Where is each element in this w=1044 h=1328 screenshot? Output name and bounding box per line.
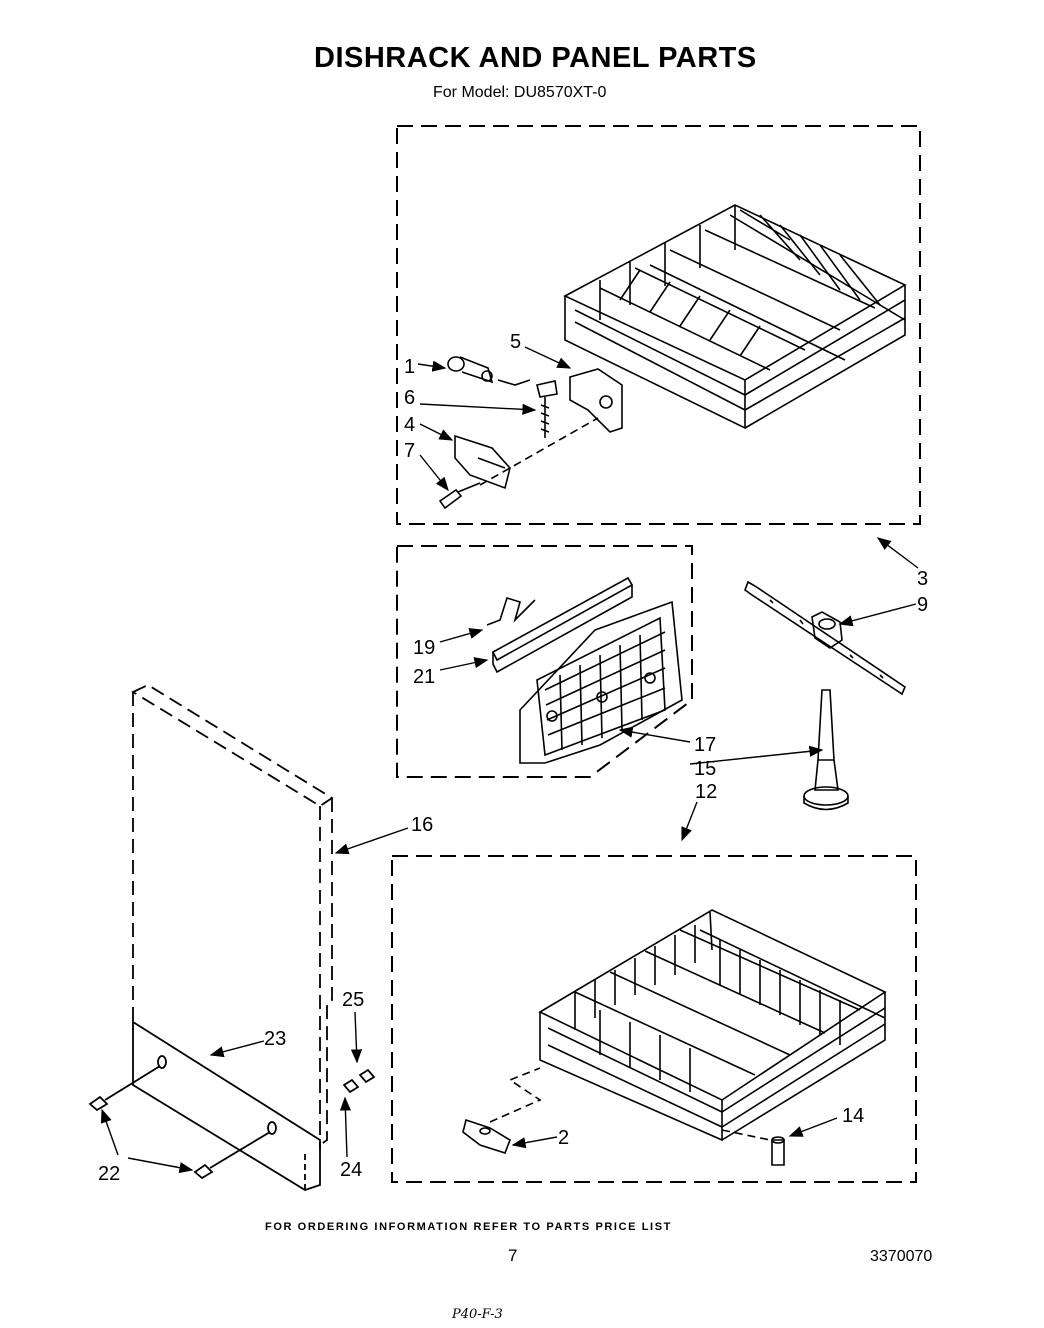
page-title: DISHRACK AND PANEL PARTS <box>314 42 757 74</box>
callout-5: 5 <box>510 331 521 353</box>
lower-rack-illustration <box>538 909 887 1142</box>
callout-25: 25 <box>342 989 364 1011</box>
callout-9: 9 <box>917 594 928 616</box>
callout-16: 16 <box>411 814 433 836</box>
callout-7: 7 <box>404 440 415 462</box>
callout-1: 1 <box>404 356 415 378</box>
ordering-info-note: FOR ORDERING INFORMATION REFER TO PARTS … <box>265 1221 672 1233</box>
upper-rack-group-box <box>396 125 921 525</box>
silverware-basket-illustration <box>486 576 683 764</box>
callout-14: 14 <box>842 1105 864 1127</box>
lower-panel-strip-illustration <box>88 1020 376 1191</box>
callout-19: 19 <box>413 637 435 659</box>
callout-17: 17 <box>694 734 716 756</box>
door-panel-illustration <box>131 683 334 1150</box>
callout-leaders <box>100 346 919 1174</box>
callout-2: 2 <box>558 1127 569 1149</box>
spray-tower-illustration <box>803 689 849 811</box>
callout-23: 23 <box>264 1028 286 1050</box>
spray-arm-illustration <box>744 580 906 696</box>
lower-rack-small-parts <box>462 1067 785 1166</box>
callout-12: 12 <box>695 781 717 803</box>
callout-22: 22 <box>98 1163 120 1185</box>
callout-15: 15 <box>694 758 716 780</box>
silverware-basket-group-box <box>396 545 693 778</box>
upper-rack-illustration <box>563 204 907 430</box>
model-subtitle: For Model: DU8570XT-0 <box>433 84 607 101</box>
handwritten-note: P40-F-3 <box>452 1307 503 1322</box>
callout-numbers: 1 2 3 4 5 6 7 9 12 14 15 16 17 19 21 22 … <box>98 331 928 1185</box>
document-number: 3370070 <box>870 1248 933 1265</box>
lower-rack-group-box <box>391 855 917 1183</box>
page-number: 7 <box>508 1246 518 1265</box>
callout-4: 4 <box>404 414 415 436</box>
callout-6: 6 <box>404 387 415 409</box>
callout-24: 24 <box>340 1159 362 1181</box>
upper-rack-small-parts <box>438 356 623 510</box>
callout-21: 21 <box>413 666 435 688</box>
callout-3: 3 <box>917 568 928 590</box>
